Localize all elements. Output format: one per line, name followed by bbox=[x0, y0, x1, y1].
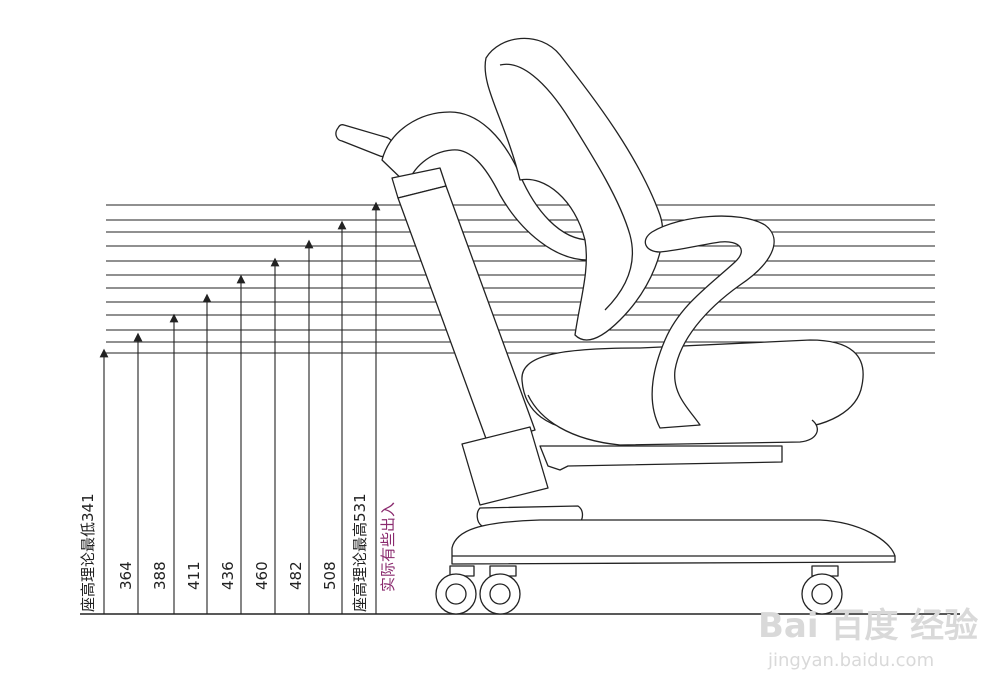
label-height-460: 460 bbox=[253, 561, 271, 590]
label-height-411: 411 bbox=[185, 561, 203, 590]
chair-armrest bbox=[644, 215, 775, 429]
chair-mechanism bbox=[539, 445, 783, 471]
label-max-height: 座高理论最高531 bbox=[351, 493, 369, 612]
label-note: 实际有些出入 bbox=[379, 501, 397, 592]
label-min-height: 座高理论最低341 bbox=[79, 493, 97, 612]
chair-sleeve bbox=[461, 426, 549, 506]
chair-casters bbox=[435, 565, 843, 615]
label-height-508: 508 bbox=[321, 561, 339, 590]
chair-drawing bbox=[335, 37, 896, 615]
chair-backrest-inner bbox=[499, 63, 634, 311]
label-height-482: 482 bbox=[287, 561, 305, 590]
level-lines bbox=[106, 204, 935, 354]
chair-base bbox=[451, 519, 896, 565]
watermark-logo-text: Bai 百度 经验 bbox=[758, 606, 979, 646]
label-height-364: 364 bbox=[117, 561, 135, 590]
chair-backrest bbox=[484, 37, 664, 341]
chair-column bbox=[397, 185, 536, 445]
baidu-watermark-logo: Bai 百度 经验 bbox=[758, 598, 978, 647]
label-height-436: 436 bbox=[219, 561, 237, 590]
dimension-arrows bbox=[99, 201, 381, 614]
baidu-watermark-url: jingyan.baidu.com bbox=[768, 650, 935, 671]
label-height-388: 388 bbox=[151, 561, 169, 590]
